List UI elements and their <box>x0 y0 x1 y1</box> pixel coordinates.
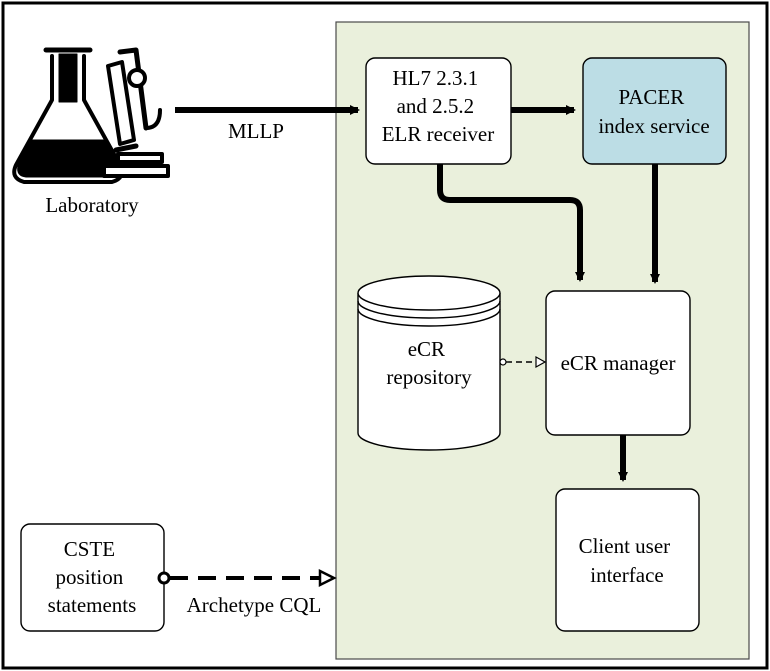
elr-receiver-label: HL7 2.3.1 and 2.5.2 ELR receiver <box>382 66 495 146</box>
ecr-manager-node: eCR manager <box>545 290 691 436</box>
elr-to-ecr-manager-arrow <box>437 164 585 282</box>
laboratory-flask-microscope-icon <box>12 47 170 184</box>
pacer-index-service-node: PACER index service <box>582 57 727 165</box>
archetype-cql-arrow <box>157 568 337 588</box>
ecr-manager-label: eCR manager <box>561 351 676 375</box>
client-user-interface-node: Client user interface <box>555 488 700 632</box>
laboratory-label: Laboratory <box>45 193 139 217</box>
ecr-repository-label: eCR repository <box>386 337 472 389</box>
ecr-repository-node: eCR repository <box>357 275 501 451</box>
cste-label: CSTE position statements <box>48 537 137 617</box>
repository-to-manager-connector <box>499 355 547 369</box>
mllp-label: MLLP <box>228 119 284 143</box>
pacer-label: PACER index service <box>598 85 709 138</box>
elr-receiver-node: HL7 2.3.1 and 2.5.2 ELR receiver <box>365 57 512 165</box>
cste-position-statements-node: CSTE position statements <box>20 523 165 632</box>
client-ui-label: Client user interface <box>579 534 676 587</box>
archetype-cql-label: Archetype CQL <box>187 593 322 617</box>
